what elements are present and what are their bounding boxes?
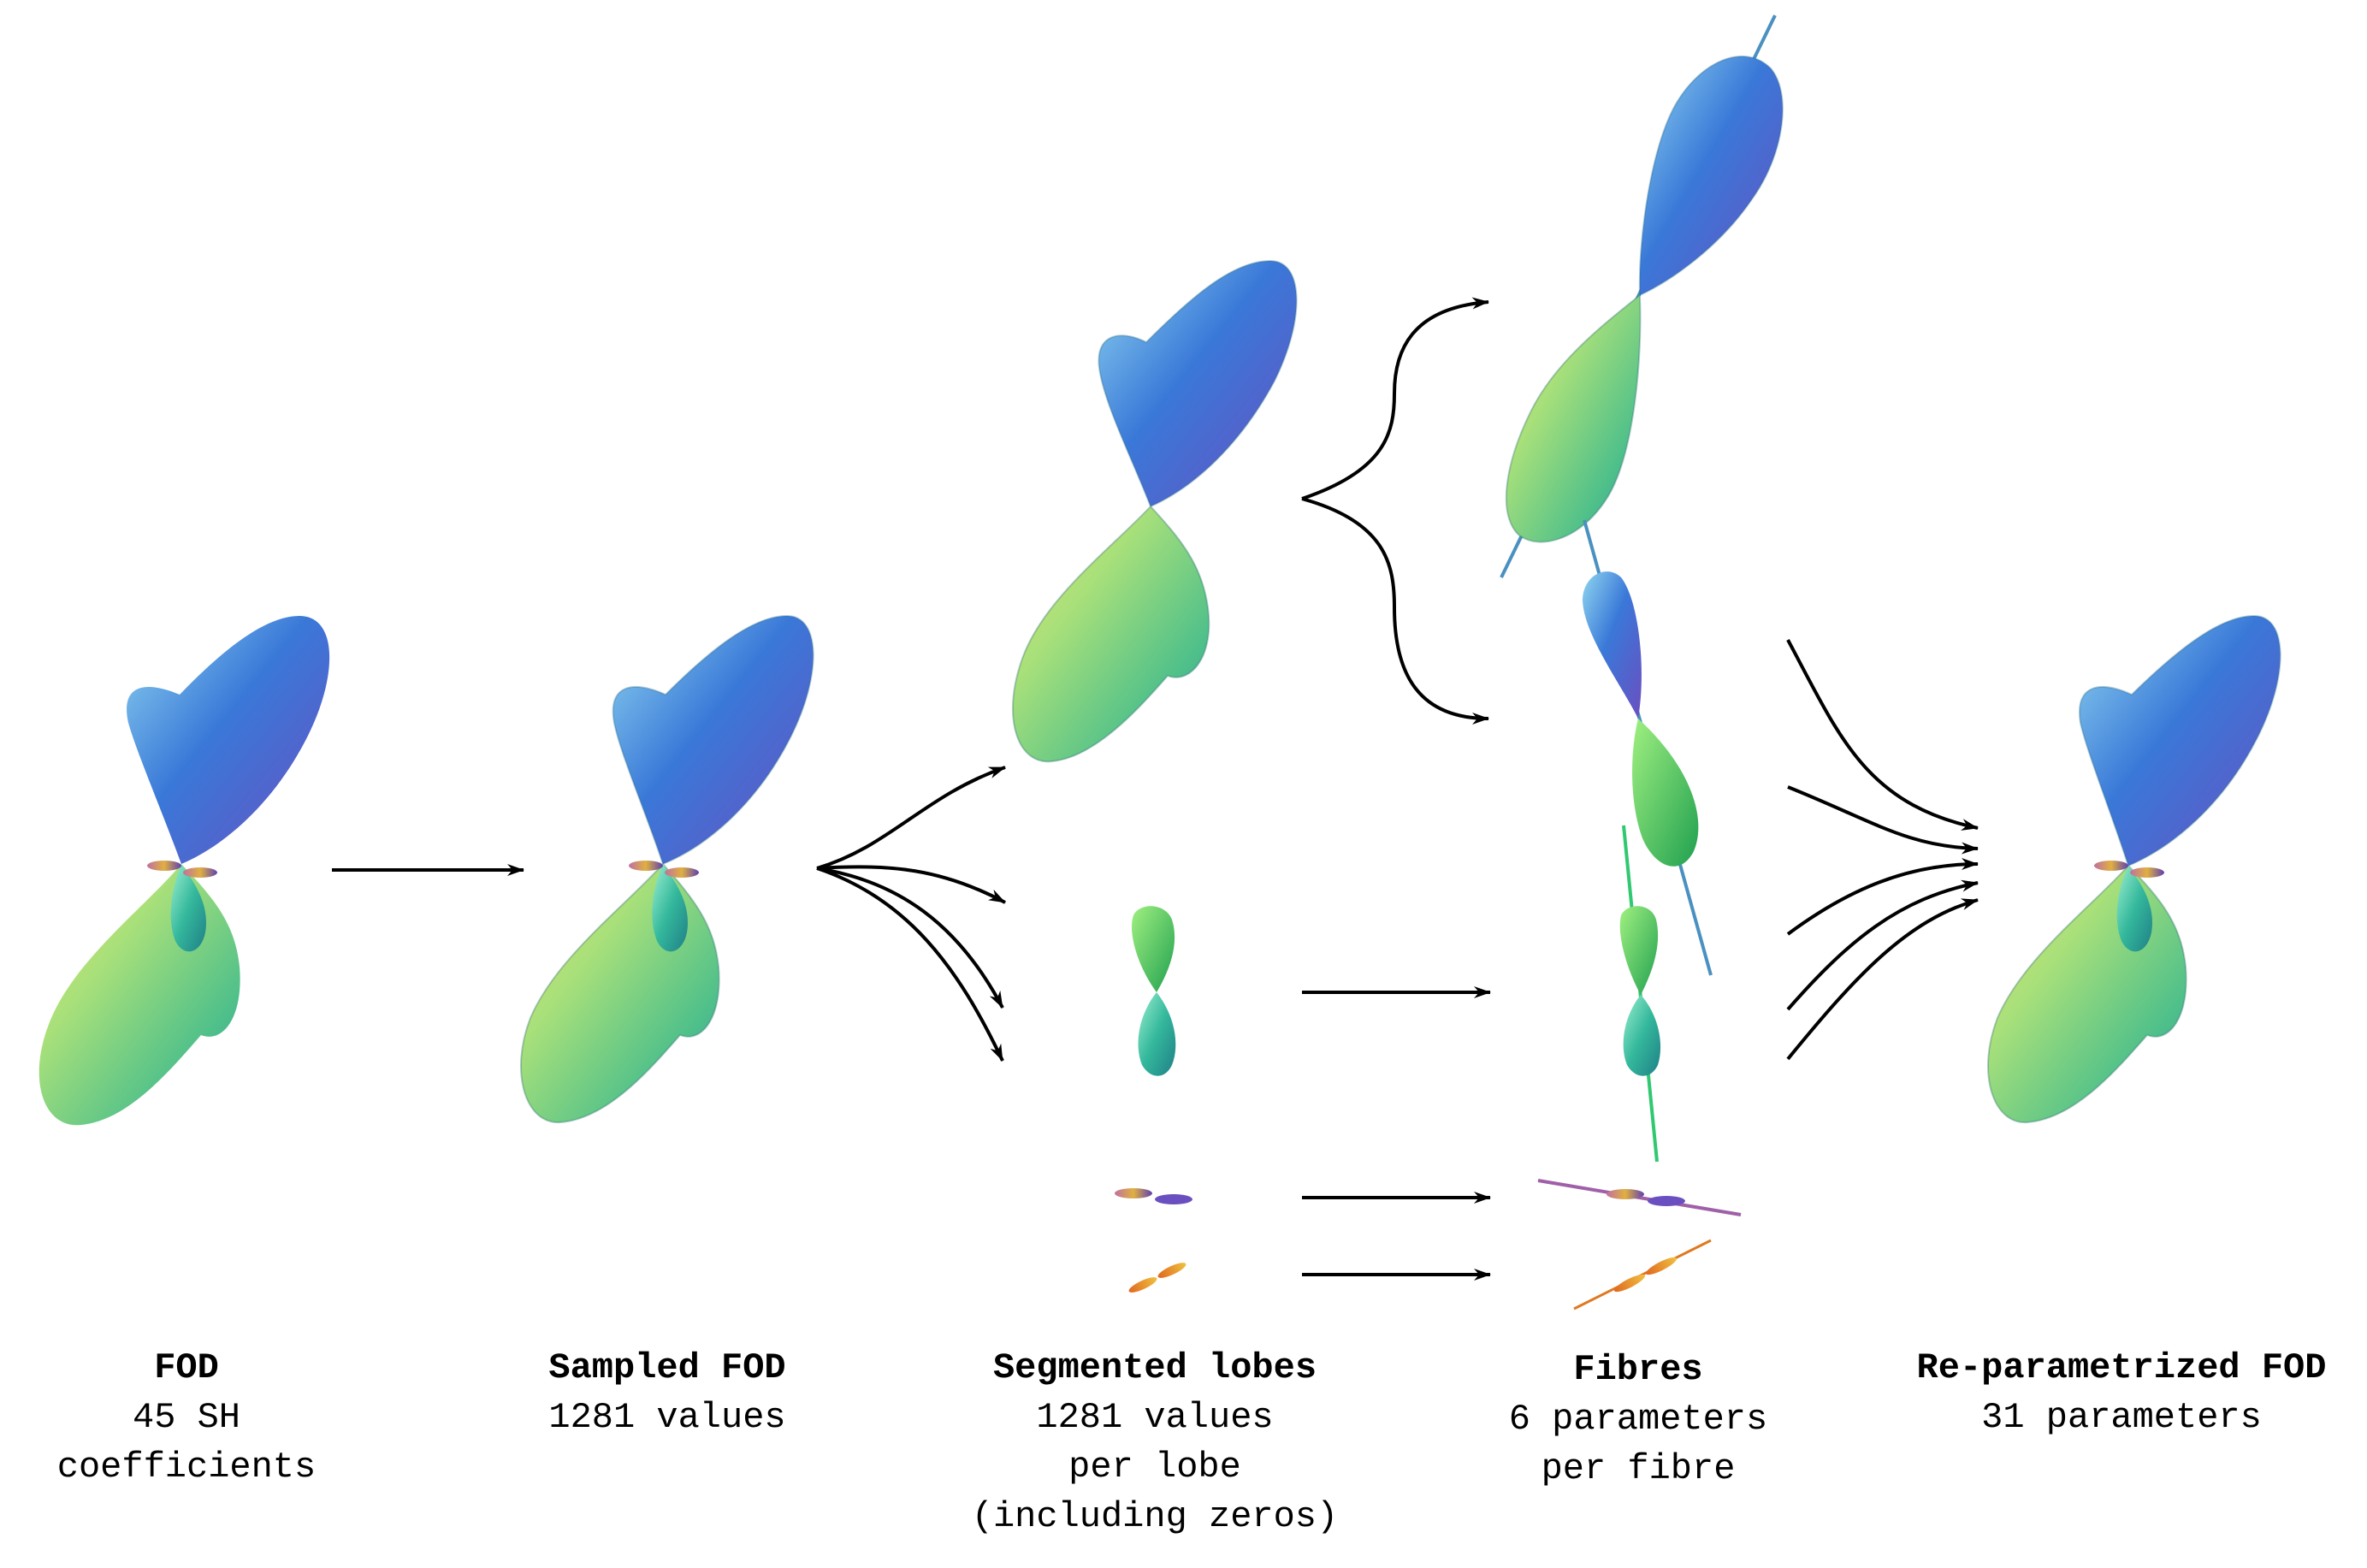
- arrow-sampled-to-lobe-3: [816, 867, 1004, 1009]
- caption-fibres: Fibres 6 parameters per fibre: [1467, 1345, 1809, 1494]
- caption-segmented-lobes: Segmented lobes 1281 values per lobe (in…: [941, 1343, 1369, 1541]
- segmented-main-lobe: [1012, 259, 1298, 763]
- caption-line: per lobe: [1068, 1447, 1241, 1488]
- caption-sampled-fod: Sampled FOD 1281 values: [496, 1343, 838, 1442]
- caption-line: 45 SH: [132, 1397, 241, 1438]
- segmented-green-lobe: [1132, 906, 1176, 1076]
- arrow-lobe-to-fibre-2: [1301, 497, 1489, 725]
- arrow-fibre-to-reparam-5: [1786, 898, 1979, 1061]
- caption-line: (including zeros): [971, 1496, 1339, 1537]
- caption-line: 6 parameters: [1508, 1399, 1768, 1440]
- fibre-2: [1583, 519, 1713, 976]
- fibre-3: [1619, 825, 1661, 1163]
- arrow-lobe-to-fibre-1: [1301, 297, 1489, 500]
- caption-title: Fibres: [1573, 1349, 1703, 1390]
- caption-title: Re-parametrized FOD: [1916, 1347, 2327, 1388]
- caption-reparametrized-fod: Re-parametrized FOD 31 parameters: [1886, 1343, 2357, 1442]
- arrow-sampled-to-lobe-1: [816, 766, 1006, 870]
- arrow-fibre-to-reparam-3: [1786, 858, 1979, 936]
- caption-line: 1281 values: [1036, 1397, 1274, 1438]
- sampled-fod-glyph: [520, 614, 814, 1124]
- caption-title: Segmented lobes: [992, 1347, 1317, 1388]
- arrow-sampled-to-lobe-4: [816, 867, 1004, 1062]
- arrow-fibre-to-reparam-4: [1786, 879, 1979, 1011]
- fibre-5: [1573, 1239, 1712, 1311]
- arrow-sampled-to-lobe-2: [816, 865, 1006, 904]
- caption-title: Sampled FOD: [548, 1347, 786, 1388]
- caption-line: 1281 values: [548, 1397, 786, 1438]
- caption-line: coefficients: [56, 1447, 317, 1488]
- arrow-fibre-to-reparam-1: [1786, 639, 1979, 831]
- arrow-fibre-to-reparam-2: [1787, 785, 1979, 855]
- reparam-fod-glyph: [1987, 614, 2281, 1124]
- fod-glyph: [38, 616, 330, 1126]
- segmented-orange-lobe: [1128, 1263, 1186, 1293]
- caption-fod: FOD 45 SH coefficients: [15, 1343, 358, 1492]
- caption-title: FOD: [154, 1347, 219, 1388]
- fibre-1: [1500, 15, 1784, 578]
- segmented-purple-lobe: [1115, 1188, 1192, 1204]
- fibre-4: [1537, 1179, 1742, 1216]
- caption-line: 31 parameters: [1981, 1397, 2262, 1438]
- caption-line: per fibre: [1541, 1448, 1736, 1489]
